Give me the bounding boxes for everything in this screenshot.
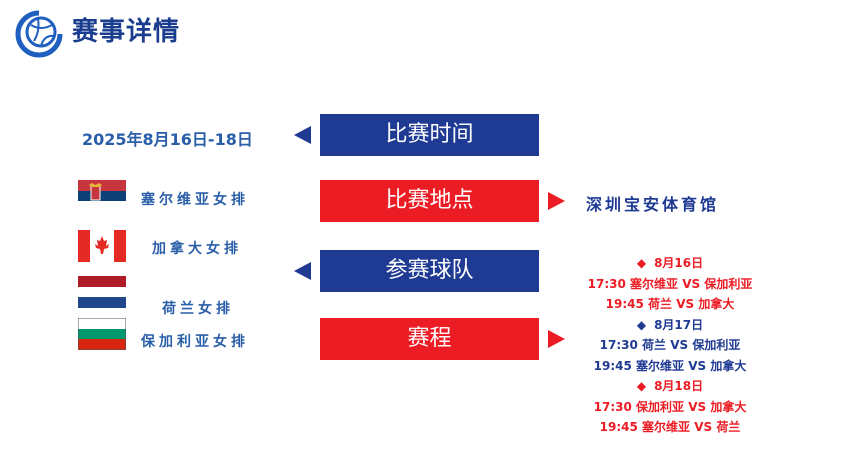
team-name-serbia: 塞尔维亚女排 [141, 192, 249, 208]
volleyball-logo-icon [15, 10, 63, 58]
schedule-list: ◆8月16日 17:30 塞尔维亚 VS 保加利亚 19:45 荷兰 VS 加拿… [560, 253, 780, 438]
netherlands-flag-icon [78, 276, 126, 308]
serbia-flag-icon [78, 180, 126, 212]
right-arrow-icon [548, 192, 565, 210]
team-name-bulgaria: 保加利亚女排 [141, 334, 249, 350]
schedule-match: 17:30 塞尔维亚 VS 保加利亚 [587, 276, 753, 291]
schedule-date: ◆8月18日 [560, 376, 780, 397]
bulgaria-flag-icon [78, 318, 126, 350]
schedule-match: 19:45 塞尔维亚 VS 加拿大 [593, 358, 747, 373]
venue-text: 深圳宝安体育馆 [586, 195, 720, 214]
left-arrow-icon [294, 126, 311, 144]
right-arrow-icon [548, 330, 565, 348]
teams-box: 参赛球队 [320, 250, 539, 292]
team-name-canada: 加拿大女排 [152, 241, 242, 257]
diamond-icon: ◆ [636, 379, 647, 393]
match-time-box: 比赛时间 [320, 114, 539, 156]
match-venue-box: 比赛地点 [320, 180, 539, 222]
diamond-icon: ◆ [636, 317, 647, 332]
team-name-netherlands: 荷兰女排 [162, 301, 234, 317]
left-arrow-icon [294, 262, 311, 280]
page-title: 赛事详情 [72, 17, 181, 47]
schedule-match: 19:45 塞尔维亚 VS 荷兰 [599, 420, 741, 434]
schedule-match: 19:45 荷兰 VS 加拿大 [605, 297, 735, 311]
schedule-match: 17:30 保加利亚 VS 加拿大 [593, 399, 747, 414]
schedule-date: ◆8月16日 [560, 253, 780, 274]
canada-flag-icon [78, 230, 126, 262]
schedule-date: ◆8月17日 [560, 315, 780, 336]
schedule-box: 赛程 [320, 318, 539, 360]
diamond-icon: ◆ [636, 256, 647, 270]
date-range-text: 2025年8月16日-18日 [82, 130, 253, 149]
schedule-match: 17:30 荷兰 VS 保加利亚 [599, 338, 741, 352]
